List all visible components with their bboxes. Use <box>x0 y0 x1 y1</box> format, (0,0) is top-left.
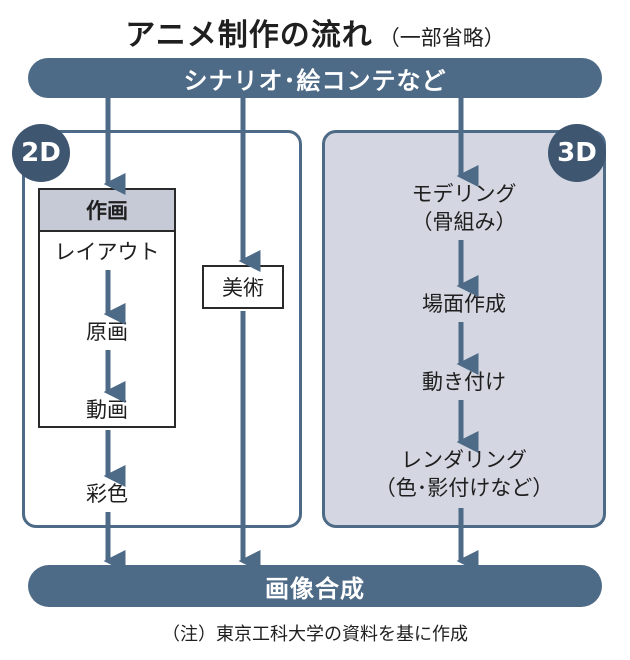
step-layout: レイアウト <box>54 240 160 264</box>
source-note: （注）東京工科大学の資料を基に作成 <box>162 624 468 645</box>
sakuga-group-title: 作画 <box>40 190 174 232</box>
bijutsu-box: 美術 <box>202 265 284 309</box>
step-rendering: レンダリング （色･影付けなど） <box>322 446 606 502</box>
panel-3d <box>322 130 606 528</box>
diagram-title: アニメ制作の流れ（一部省略） <box>0 10 630 54</box>
title-sub: （一部省略） <box>378 26 505 50</box>
top-bar: シナリオ･絵コンテなど <box>28 58 602 98</box>
title-main: アニメ制作の流れ <box>125 18 373 53</box>
step-modeling-line2: （骨組み） <box>411 210 517 234</box>
step-rendering-line2: （色･影付けなど） <box>374 476 554 500</box>
badge-2d: 2D <box>12 124 70 182</box>
badge-3d: 3D <box>548 124 606 182</box>
